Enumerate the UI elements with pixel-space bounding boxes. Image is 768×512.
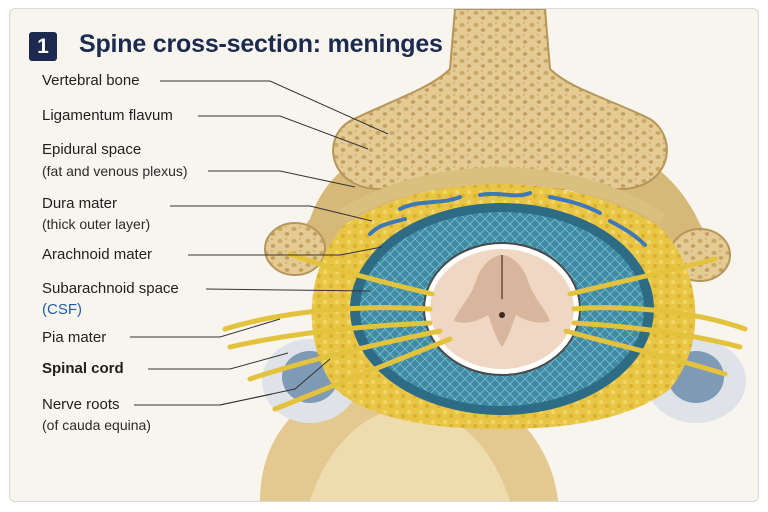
label-spinal-cord: Spinal cord — [42, 360, 124, 377]
label-vertebral-bone: Vertebral bone — [42, 72, 140, 89]
nerve-roots-fibers — [222, 251, 748, 412]
label-epidural-space: Epidural space — [42, 141, 142, 158]
venous-plexus — [368, 191, 647, 247]
left-transverse-process — [264, 222, 326, 276]
ligamentum-flavum-band — [340, 167, 665, 224]
label-dura-mater: Dura mater — [42, 195, 118, 212]
label-dura-mater-sub: (thick outer layer) — [42, 216, 151, 232]
leader-lines — [130, 80, 389, 406]
figure-number-badge: 1 — [29, 32, 57, 61]
spine-cross-section-illustration — [130, 9, 748, 501]
label-ligamentum-flavum: Ligamentum flavum — [42, 107, 173, 124]
label-nerve-roots: Nerve roots — [42, 396, 120, 413]
label-epidural-space-sub: (fat and venous plexus) — [42, 163, 188, 179]
label-subarachnoid-space: Subarachnoid space — [42, 280, 179, 297]
spinal-cord-section — [430, 249, 574, 369]
label-subarachnoid-space-sub: (CSF) — [42, 301, 82, 318]
spinous-process — [332, 9, 668, 190]
figure-card: 1 Spine cross-section: meninges Vertebra… — [9, 8, 759, 502]
figure-title: Spine cross-section: meninges — [79, 30, 443, 58]
label-nerve-roots-sub: (of cauda equina) — [42, 417, 151, 433]
label-arachnoid-mater: Arachnoid mater — [42, 246, 153, 263]
label-pia-mater: Pia mater — [42, 329, 107, 346]
